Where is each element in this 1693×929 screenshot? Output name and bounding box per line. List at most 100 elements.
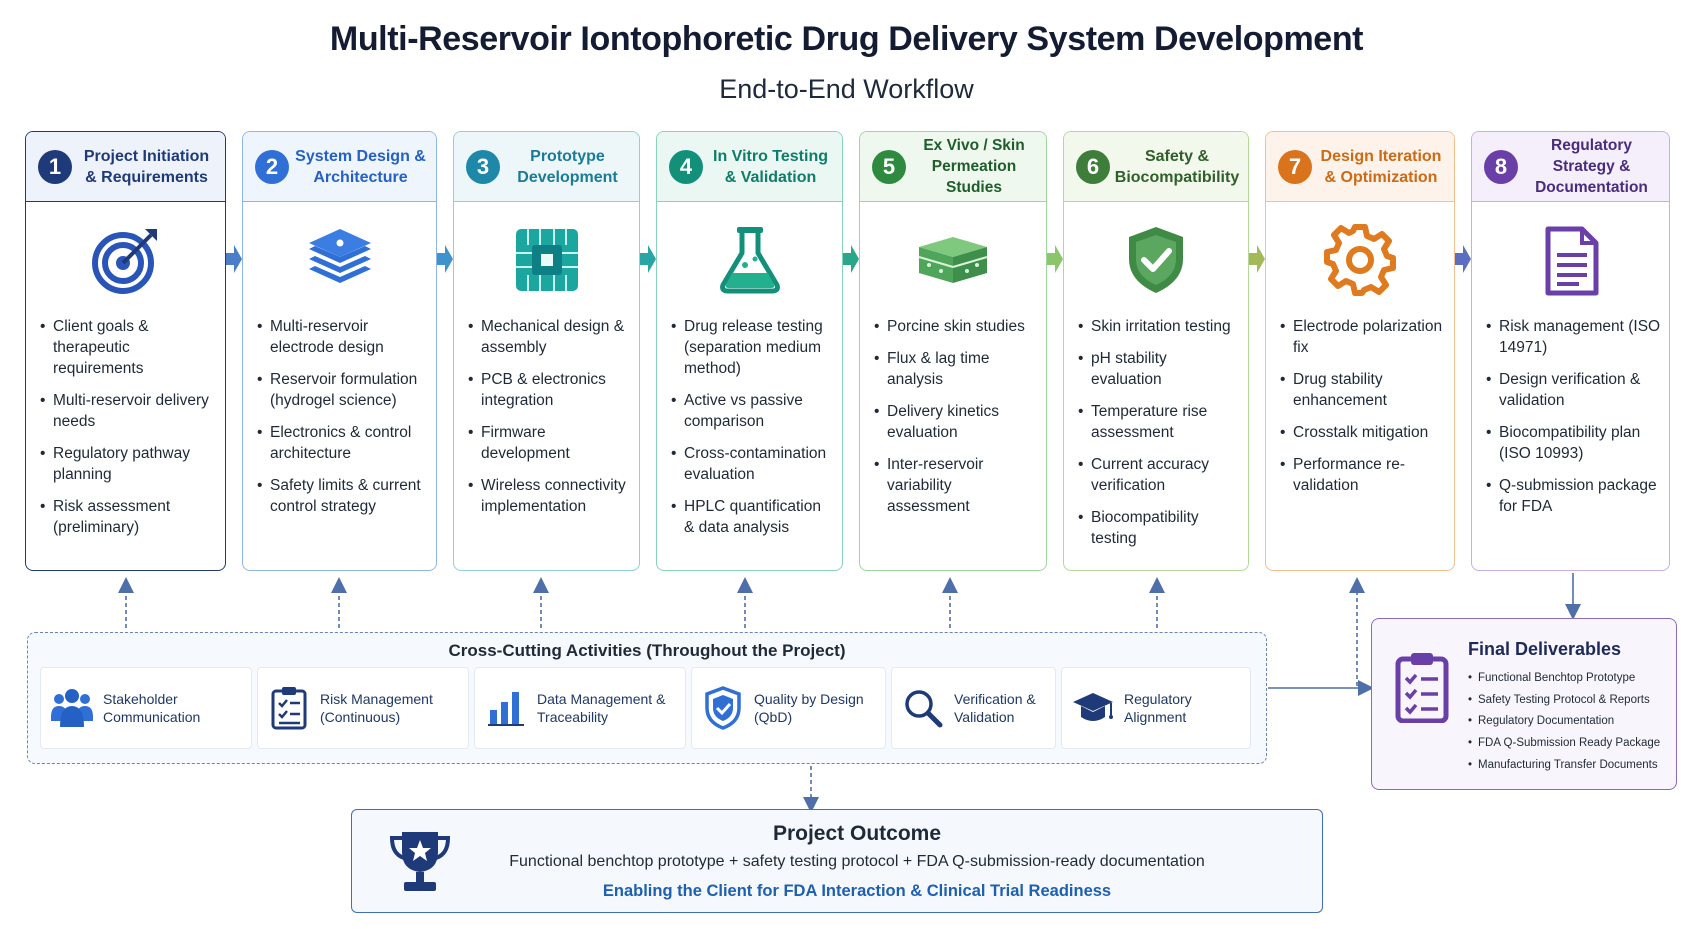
flow-arrow-icon (1455, 245, 1471, 273)
phase-number-badge: 4 (669, 149, 703, 184)
final-deliverables-panel: Final Deliverables Functional Benchtop P… (1371, 618, 1677, 790)
page-subtitle: End-to-End Workflow (719, 74, 974, 104)
graduation-cap-icon (1062, 688, 1124, 728)
phase-bullet: Safety limits & current control strategy (257, 475, 428, 517)
flow-arrow-icon (1249, 245, 1265, 273)
phase-bullet: Risk management (ISO 14971) (1486, 316, 1661, 358)
cross-cutting-item: Regulatory Alignment (1061, 667, 1251, 749)
phase-bullet-list: Porcine skin studies Flux & lag time ana… (874, 316, 1038, 528)
deliverable-item: Regulatory Documentation (1468, 711, 1660, 733)
bar-chart-icon (475, 688, 537, 728)
search-icon (892, 688, 954, 728)
shield-icon (692, 686, 754, 730)
phase-bullet: HPLC quantification & data analysis (671, 496, 834, 538)
outcome-title: Project Outcome (772, 822, 942, 845)
final-deliverables-list: Functional Benchtop Prototype Safety Tes… (1468, 668, 1660, 777)
phase-bullet: Drug stability enhancement (1280, 369, 1446, 411)
phase-bullet-list: Skin irritation testing pH stability eva… (1078, 316, 1240, 560)
flask-icon (657, 218, 842, 302)
phase-bullet: Risk assessment (preliminary) (40, 496, 217, 538)
checklist-icon (258, 686, 320, 730)
shield-check-icon (1064, 218, 1248, 302)
phase-bullet: Wireless connectivity implementation (468, 475, 631, 517)
phase-bullet: Drug release testing (separation medium … (671, 316, 834, 379)
deliverable-item: Safety Testing Protocol & Reports (1468, 690, 1660, 712)
phase-card-1: 1 Project Initiation & Requirements Clie… (25, 131, 226, 571)
phase-bullet: Firmware development (468, 422, 631, 464)
layers-icon (243, 218, 436, 302)
phase-bullet: Mechanical design & assembly (468, 316, 631, 358)
phase-number-badge: 8 (1484, 149, 1518, 184)
phase-bullet: Client goals & therapeutic requirements (40, 316, 217, 379)
deliverable-item: Manufacturing Transfer Documents (1468, 755, 1660, 777)
cross-cutting-item: Stakeholder Communication (40, 667, 252, 749)
phase-card-8: 8 Regulatory Strategy & Documentation Ri… (1471, 131, 1670, 571)
phase-bullet-list: Multi-reservoir electrode design Reservo… (257, 316, 428, 528)
cross-cutting-label: Quality by Design (QbD) (754, 691, 864, 725)
cross-cutting-item: Quality by Design (QbD) (691, 667, 886, 749)
phase-header: 6 Safety & Biocompatibility (1064, 132, 1248, 202)
deliverable-item: FDA Q-Submission Ready Package (1468, 733, 1660, 755)
phase-bullet: Biocompatibility plan (ISO 10993) (1486, 422, 1661, 464)
people-icon (41, 687, 103, 729)
phase-header: 5 Ex Vivo / Skin Permeation Studies (860, 132, 1046, 202)
phase-bullet-list: Risk management (ISO 14971) Design verif… (1486, 316, 1661, 528)
flow-arrow-icon (226, 245, 242, 273)
phase-header: 7 Design Iteration & Optimization (1266, 132, 1454, 202)
document-icon (1472, 218, 1669, 302)
outcome-description: Functional benchtop prototype + safety t… (509, 853, 1205, 870)
flow-arrow-icon (640, 245, 656, 273)
phase-bullet: Flux & lag time analysis (874, 348, 1038, 390)
phase-bullet: Multi-reservoir electrode design (257, 316, 428, 358)
phase-card-6: 6 Safety & Biocompatibility Skin irritat… (1063, 131, 1249, 571)
phase-number-badge: 3 (466, 149, 500, 184)
phase-bullet: Porcine skin studies (874, 316, 1038, 337)
skin-tissue-icon (860, 218, 1046, 302)
phase-bullet: Crosstalk mitigation (1280, 422, 1446, 443)
phase-number-badge: 5 (872, 149, 906, 184)
cross-cutting-label: Risk Management (Continuous) (320, 691, 433, 725)
phase-bullet: Current accuracy verification (1078, 454, 1240, 496)
phase-number-badge: 1 (38, 149, 72, 184)
phase-header: 3 Prototype Development (454, 132, 639, 202)
phase-bullet: pH stability evaluation (1078, 348, 1240, 390)
phase-number-badge: 2 (255, 149, 289, 184)
phase-title: Ex Vivo / Skin Permeation Studies (923, 137, 1025, 196)
cross-cutting-label: Stakeholder Communication (103, 691, 201, 725)
phase-header: 4 In Vitro Testing & Validation (657, 132, 842, 202)
phase-bullet: Electrode polarization fix (1280, 316, 1446, 358)
phase-bullet: PCB & electronics integration (468, 369, 631, 411)
phase-card-3: 3 Prototype Development Mechanical desig… (453, 131, 640, 571)
clipboard-icon (1394, 651, 1450, 728)
phase-bullet: Skin irritation testing (1078, 316, 1240, 337)
circuit-chip-icon (454, 218, 639, 302)
phase-bullet: Multi-reservoir delivery needs (40, 390, 217, 432)
cross-cutting-panel: Cross-Cutting Activities (Throughout the… (27, 632, 1267, 764)
phase-bullet-list: Electrode polarization fix Drug stabilit… (1280, 316, 1446, 507)
outcome-tagline: Enabling the Client for FDA Interaction … (602, 882, 1112, 900)
phase-title: In Vitro Testing & Validation (713, 147, 828, 186)
phase-bullet: Delivery kinetics evaluation (874, 401, 1038, 443)
phase-title: Regulatory Strategy & Documentation (1535, 137, 1648, 196)
target-icon (26, 218, 225, 302)
phase-card-7: 7 Design Iteration & Optimization Electr… (1265, 131, 1455, 571)
gear-icon (1266, 218, 1454, 302)
cross-cutting-label: Verification & Validation (954, 691, 1036, 725)
phase-bullet: Regulatory pathway planning (40, 443, 217, 485)
phase-title: Design Iteration & Optimization (1320, 147, 1442, 186)
phase-title: Prototype Development (517, 147, 618, 186)
phase-bullet: Electronics & control architecture (257, 422, 428, 464)
phase-card-4: 4 In Vitro Testing & Validation Drug rel… (656, 131, 843, 571)
phase-bullet: Active vs passive comparison (671, 390, 834, 432)
phase-bullet: Temperature rise assessment (1078, 401, 1240, 443)
flow-arrow-icon (843, 245, 859, 273)
cross-cutting-item: Verification & Validation (891, 667, 1056, 749)
flow-arrow-icon (437, 245, 453, 273)
phase-card-2: 2 System Design & Architecture Multi-res… (242, 131, 437, 571)
phase-card-5: 5 Ex Vivo / Skin Permeation Studies Porc… (859, 131, 1047, 571)
phase-header: 2 System Design & Architecture (243, 132, 436, 202)
final-deliverables-title: Final Deliverables (1468, 639, 1622, 659)
phase-bullet: Cross-contamination evaluation (671, 443, 834, 485)
phase-title: System Design & Architecture (295, 147, 426, 186)
